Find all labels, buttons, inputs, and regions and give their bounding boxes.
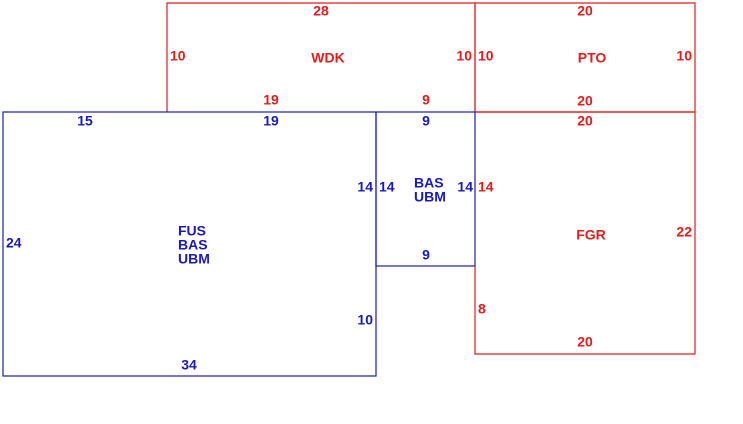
small-dim-bottom: 9 bbox=[422, 247, 430, 263]
wdk-dim-bottom-b: 9 bbox=[422, 92, 430, 108]
pto-dim-right: 10 bbox=[676, 48, 692, 64]
fgr-dim-top: 20 bbox=[577, 113, 593, 129]
fgr-outline bbox=[474, 111, 696, 355]
main-label-3: UBM bbox=[178, 251, 210, 267]
fgr-label: FGR bbox=[576, 227, 606, 243]
main-dim-right-b: 10 bbox=[357, 312, 373, 328]
main-dim-left: 24 bbox=[6, 235, 22, 251]
small-dim-right: 14 bbox=[457, 179, 473, 195]
fgr-dim-right: 22 bbox=[676, 224, 692, 240]
pto-label: PTO bbox=[578, 50, 607, 66]
main-dim-top-b: 19 bbox=[263, 113, 279, 129]
wdk-dim-bottom-a: 19 bbox=[263, 92, 279, 108]
pto-dim-bottom: 20 bbox=[577, 93, 593, 109]
fgr-dim-bottom: 20 bbox=[577, 334, 593, 350]
small-label-2: UBM bbox=[414, 189, 446, 205]
small-dim-left: 14 bbox=[379, 179, 395, 195]
main-dim-right-a: 14 bbox=[357, 179, 373, 195]
small-dim-top: 9 bbox=[422, 113, 430, 129]
small-outline bbox=[375, 111, 476, 267]
pto-dim-left: 10 bbox=[478, 48, 494, 64]
fgr-dim-left-b: 8 bbox=[478, 301, 486, 317]
small-label-1: BAS bbox=[414, 175, 444, 191]
wdk-label: WDK bbox=[311, 50, 344, 66]
main-label-2: BAS bbox=[178, 237, 208, 253]
main-label-1: FUS bbox=[178, 223, 206, 239]
wdk-dim-right: 10 bbox=[456, 48, 472, 64]
area-fgr bbox=[474, 111, 696, 355]
wdk-dim-left: 10 bbox=[170, 48, 186, 64]
main-dim-top-a: 15 bbox=[77, 113, 93, 129]
fgr-dim-left-a: 14 bbox=[478, 179, 494, 195]
main-dim-bottom: 34 bbox=[181, 357, 197, 373]
pto-dim-top: 20 bbox=[577, 3, 593, 19]
area-small bbox=[375, 111, 476, 267]
wdk-dim-top: 28 bbox=[313, 3, 329, 19]
